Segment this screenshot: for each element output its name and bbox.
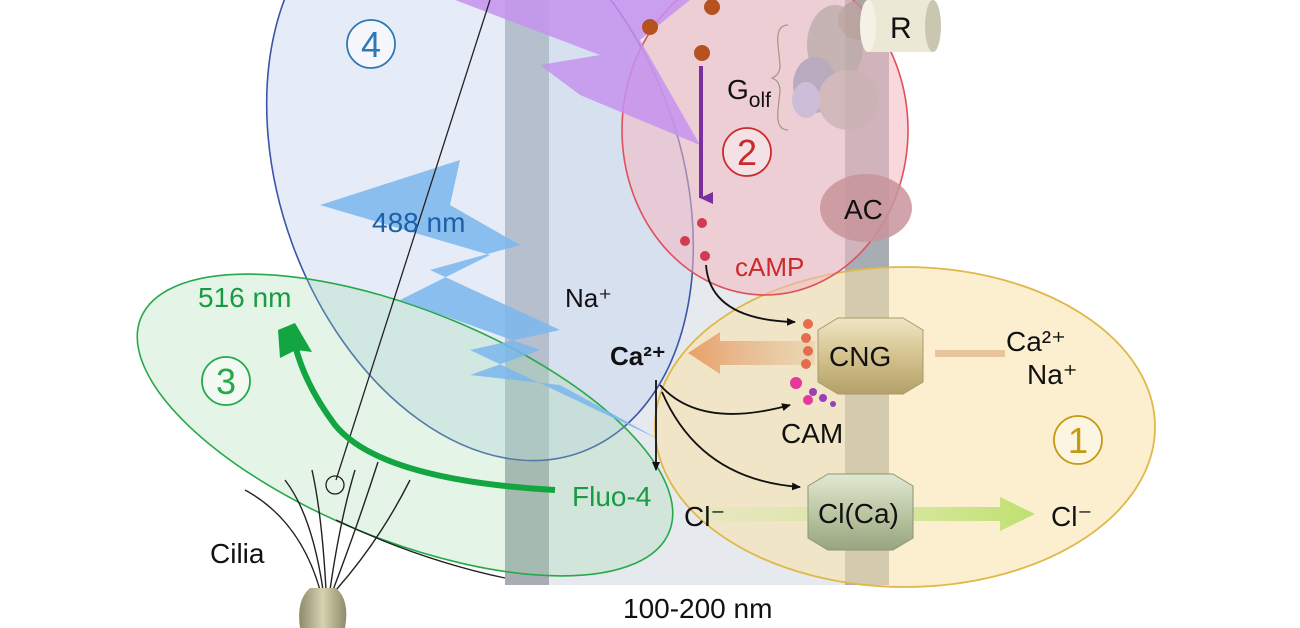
excitation-label: 488 nm bbox=[372, 207, 465, 238]
cng-ca-dots bbox=[801, 319, 813, 369]
region-2-badge: 2 bbox=[722, 127, 772, 177]
signaling-arrows bbox=[652, 264, 801, 491]
na-right-label: Na⁺ bbox=[1027, 359, 1078, 390]
clca-label: Cl(Ca) bbox=[818, 498, 899, 529]
violet-lightning-bolt bbox=[455, 0, 700, 145]
cilium-line bbox=[335, 0, 491, 481]
cng-channel bbox=[817, 317, 924, 395]
excitation-bolt bbox=[320, 160, 660, 440]
cilium-knob bbox=[325, 475, 345, 495]
receptor-cylinder bbox=[860, 0, 941, 52]
golf-label: Golf bbox=[727, 74, 771, 112]
ca-right-label: Ca²⁺ bbox=[1006, 326, 1066, 357]
emission-arrowhead bbox=[278, 323, 312, 358]
width-scale-label: 100-200 nm bbox=[623, 593, 772, 624]
emission-arrow bbox=[292, 344, 556, 493]
ac-label: AC bbox=[844, 194, 883, 225]
camp-dots bbox=[680, 218, 710, 261]
region-4-badge: 4 bbox=[346, 19, 396, 69]
cilia-strands bbox=[244, 461, 506, 591]
camp-label: cAMP bbox=[735, 252, 804, 282]
fluo4-label: Fluo-4 bbox=[572, 481, 651, 512]
cng-label: CNG bbox=[829, 341, 891, 372]
region-1-badge: 1 bbox=[1053, 415, 1103, 465]
region-3-number: 3 bbox=[216, 361, 236, 402]
emission-label: 516 nm bbox=[198, 282, 291, 313]
na-label: Na⁺ bbox=[565, 283, 612, 313]
region-3-badge: 3 bbox=[201, 356, 251, 406]
region-4-number: 4 bbox=[361, 24, 381, 65]
cng-flow-tail bbox=[935, 350, 1005, 357]
region-1-number: 1 bbox=[1068, 420, 1088, 461]
ac-enzyme bbox=[820, 174, 912, 242]
ca-inflow-arrow bbox=[688, 332, 815, 374]
cilia-label: Cilia bbox=[210, 538, 265, 569]
g-protein-dots bbox=[642, 0, 720, 61]
golf-brace bbox=[770, 24, 789, 131]
cl-left-label: Cl⁻ bbox=[684, 501, 725, 532]
cam-dots bbox=[790, 377, 836, 407]
cam-label: CAM bbox=[781, 418, 843, 449]
receptor-label: R bbox=[890, 12, 912, 45]
region-2-number: 2 bbox=[737, 132, 757, 173]
cl-right-label: Cl⁻ bbox=[1051, 501, 1092, 532]
cilia-body bbox=[299, 588, 347, 628]
clca-channel bbox=[807, 473, 914, 551]
ca-label: Ca²⁺ bbox=[610, 341, 666, 371]
